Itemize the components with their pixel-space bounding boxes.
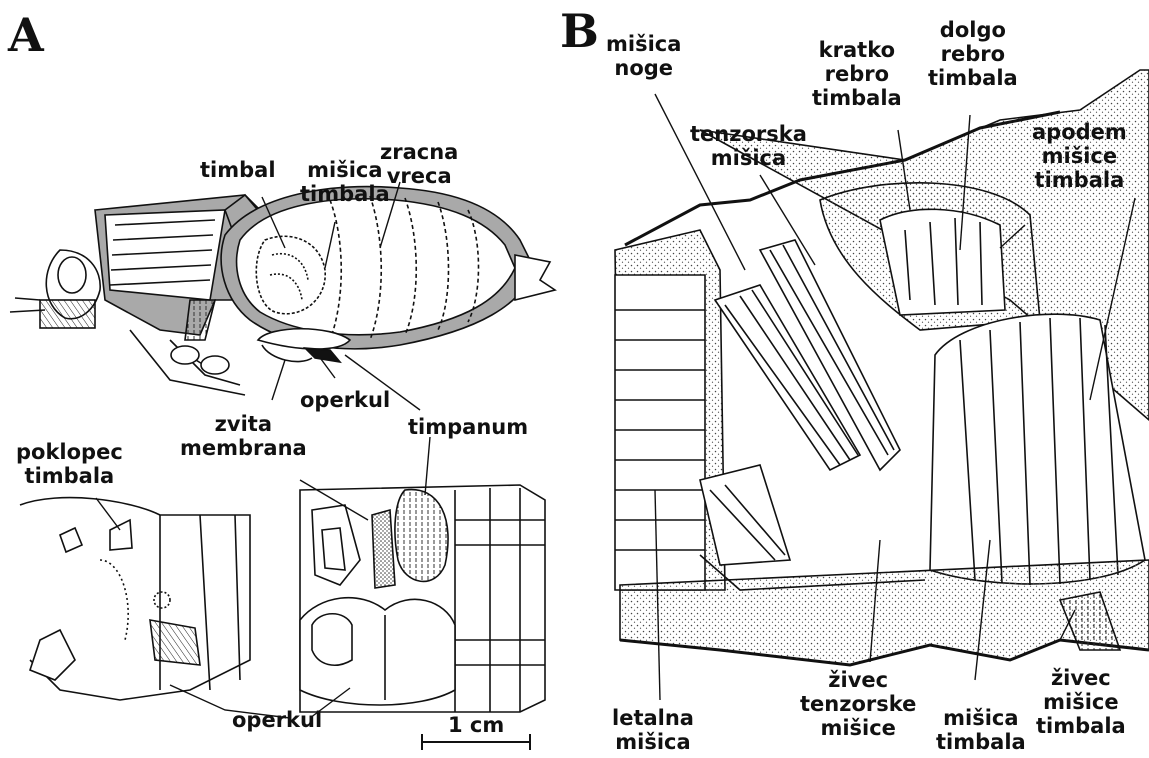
scale-bar-label: 1 cm: [448, 713, 504, 737]
label-timbal: timbal: [200, 158, 276, 182]
label-operkul-bottom: operkul: [232, 708, 322, 732]
cicada-side-view: [10, 187, 555, 395]
label-timpanum: timpanum: [408, 415, 528, 439]
panel-letter-b: B: [560, 4, 599, 58]
cicada-ventral-left: [20, 498, 250, 700]
panel-letter-a: A: [8, 8, 44, 62]
cicada-ventral-right: [300, 485, 545, 712]
label-operkul-top: operkul: [300, 388, 390, 412]
